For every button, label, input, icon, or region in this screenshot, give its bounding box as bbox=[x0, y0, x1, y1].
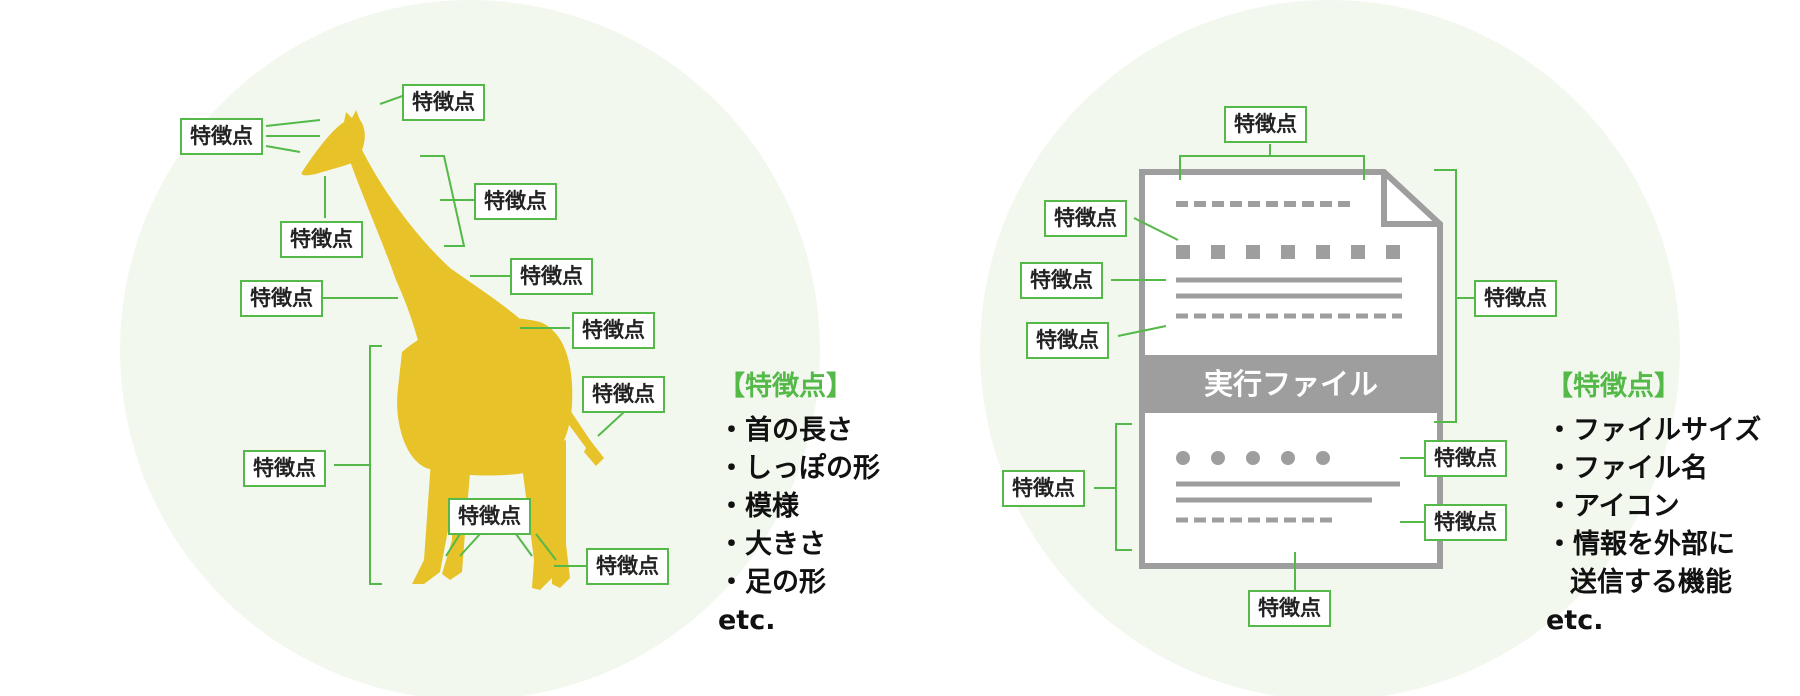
giraffe-feature-label-hoof: 特徴点 bbox=[586, 548, 669, 585]
giraffe-leader-lines bbox=[265, 93, 625, 585]
giraffe-feature-item: ・しっぽの形 bbox=[718, 453, 880, 484]
file-feature-item: ・アイコン bbox=[1546, 491, 1680, 522]
file-feature-label-bottom: 特徴点 bbox=[1248, 590, 1331, 627]
file-feature-label-squares: 特徴点 bbox=[1020, 262, 1103, 299]
file-feature-label-left-bottom: 特徴点 bbox=[1002, 470, 1085, 507]
file-feature-label-right: 特徴点 bbox=[1474, 280, 1557, 317]
file-feature-list-heading: 【特徴点】 bbox=[1546, 371, 1681, 402]
file-feature-label-top: 特徴点 bbox=[1224, 106, 1307, 143]
file-band-label: 実行ファイル bbox=[1203, 367, 1378, 401]
file-feature-item-continuation: 送信する機能 bbox=[1570, 567, 1732, 598]
giraffe-feature-label-neck-base: 特徴点 bbox=[240, 280, 323, 317]
file-feature-item: ・ファイルサイズ bbox=[1546, 415, 1762, 446]
file-feature-item: ・ファイル名 bbox=[1546, 453, 1708, 484]
file-feature-label-text-lines: 特徴点 bbox=[1424, 504, 1507, 541]
giraffe-feature-etc: etc. bbox=[718, 605, 776, 636]
giraffe-feature-list-heading: 【特徴点】 bbox=[718, 371, 853, 402]
giraffe-feature-label-neck: 特徴点 bbox=[474, 183, 557, 220]
giraffe-feature-label-mouth: 特徴点 bbox=[280, 221, 363, 258]
giraffe-feature-item: ・首の長さ bbox=[718, 415, 853, 446]
giraffe-feature-item: ・足の形 bbox=[718, 567, 826, 598]
giraffe-feature-label-pattern: 特徴点 bbox=[510, 258, 593, 295]
giraffe-feature-label-size: 特徴点 bbox=[243, 450, 326, 487]
giraffe-feature-label-tail: 特徴点 bbox=[582, 376, 665, 413]
giraffe-feature-label-back: 特徴点 bbox=[572, 312, 655, 349]
giraffe-feature-item: ・模様 bbox=[718, 491, 799, 522]
giraffe-feature-list: 【特徴点】 ・首の長さ ・しっぽの形 ・模様 ・大きさ ・足の形 etc. bbox=[718, 368, 880, 640]
giraffe-feature-item: ・大きさ bbox=[718, 529, 826, 560]
file-feature-label-dots: 特徴点 bbox=[1424, 440, 1507, 477]
file-feature-label-lines: 特徴点 bbox=[1026, 322, 1109, 359]
giraffe-feature-label-horn: 特徴点 bbox=[402, 84, 485, 121]
giraffe-feature-label-head-left: 特徴点 bbox=[180, 118, 263, 155]
giraffe-silhouette bbox=[301, 110, 604, 590]
file-feature-label-dashed-line: 特徴点 bbox=[1044, 200, 1127, 237]
giraffe-feature-label-legs: 特徴点 bbox=[448, 498, 531, 535]
file-feature-etc: etc. bbox=[1546, 605, 1604, 636]
document-icon bbox=[1139, 169, 1443, 569]
file-leader-lines bbox=[1094, 144, 1474, 592]
file-feature-list: 【特徴点】 ・ファイルサイズ ・ファイル名 ・アイコン ・情報を外部に 送信する… bbox=[1546, 368, 1761, 640]
file-feature-item: ・情報を外部に bbox=[1546, 529, 1735, 560]
